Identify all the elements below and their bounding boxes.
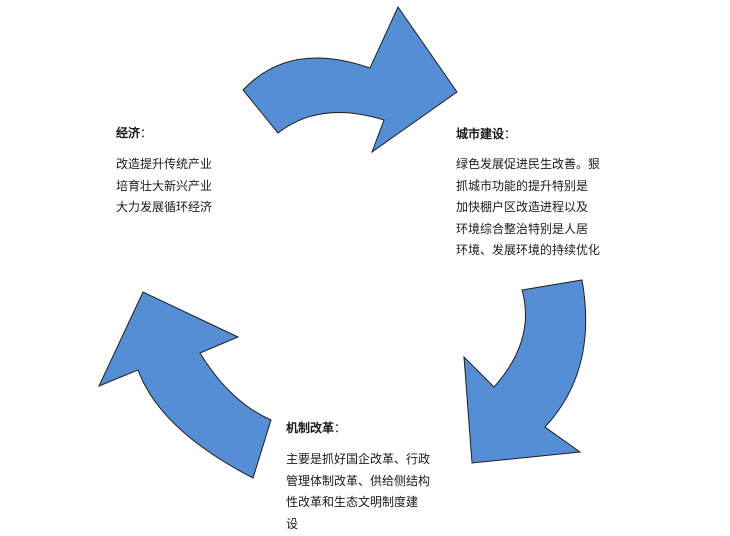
- node-economy-line: 大力发展循环经济: [116, 200, 213, 214]
- node-economy-text: 改造提升传统产业 培育壮大新兴产业 大力发展循环经济: [116, 154, 212, 219]
- arrow-economy-to-city: [242, 5, 458, 154]
- node-city-line: 抓城市功能的提升特别是: [456, 178, 589, 193]
- node-reform-line: 设: [286, 516, 299, 531]
- node-city-text: 绿色发展促进民生改善。狠 抓城市功能的提升特别是 加快棚户区改造进程以及 环境综…: [456, 154, 600, 262]
- node-city-line: 环境综合整治特别是人居: [456, 221, 589, 236]
- node-mechanism-reform: 机制改革： 主要是抓好国企改革、行政 管理体制改革、供给侧结构 性改革和生态文明…: [286, 420, 430, 535]
- node-city-line: 加快棚户区改造进程以及: [456, 200, 589, 214]
- node-reform-line: 主要是抓好国企改革、行政: [286, 452, 431, 466]
- node-reform-line: 管理体制改革、供给侧结构: [286, 473, 431, 488]
- node-reform-line: 性改革和生态文明制度建: [286, 495, 419, 509]
- node-economy-title: 经济：: [116, 126, 153, 140]
- node-city-construction: 城市建设： 绿色发展促进民生改善。狠 抓城市功能的提升特别是 加快棚户区改造进程…: [456, 126, 600, 262]
- node-city-line: 绿色发展促进民生改善。狠: [456, 157, 601, 171]
- node-economy: 经济： 改造提升传统产业 培育壮大新兴产业 大力发展循环经济: [116, 125, 212, 219]
- node-city-line: 环境、发展环境的持续优化: [456, 243, 601, 257]
- node-economy-line: 培育壮大新兴产业: [116, 178, 213, 193]
- arrow-reform-to-economy: [98, 291, 272, 479]
- node-city-title: 城市建设：: [456, 127, 517, 141]
- node-reform-text: 主要是抓好国企改革、行政 管理体制改革、供给侧结构 性改革和生态文明制度建 设: [286, 449, 430, 535]
- node-reform-title: 机制改革：: [286, 421, 347, 435]
- arrow-city-to-reform: [463, 279, 587, 464]
- node-economy-line: 改造提升传统产业: [116, 157, 213, 171]
